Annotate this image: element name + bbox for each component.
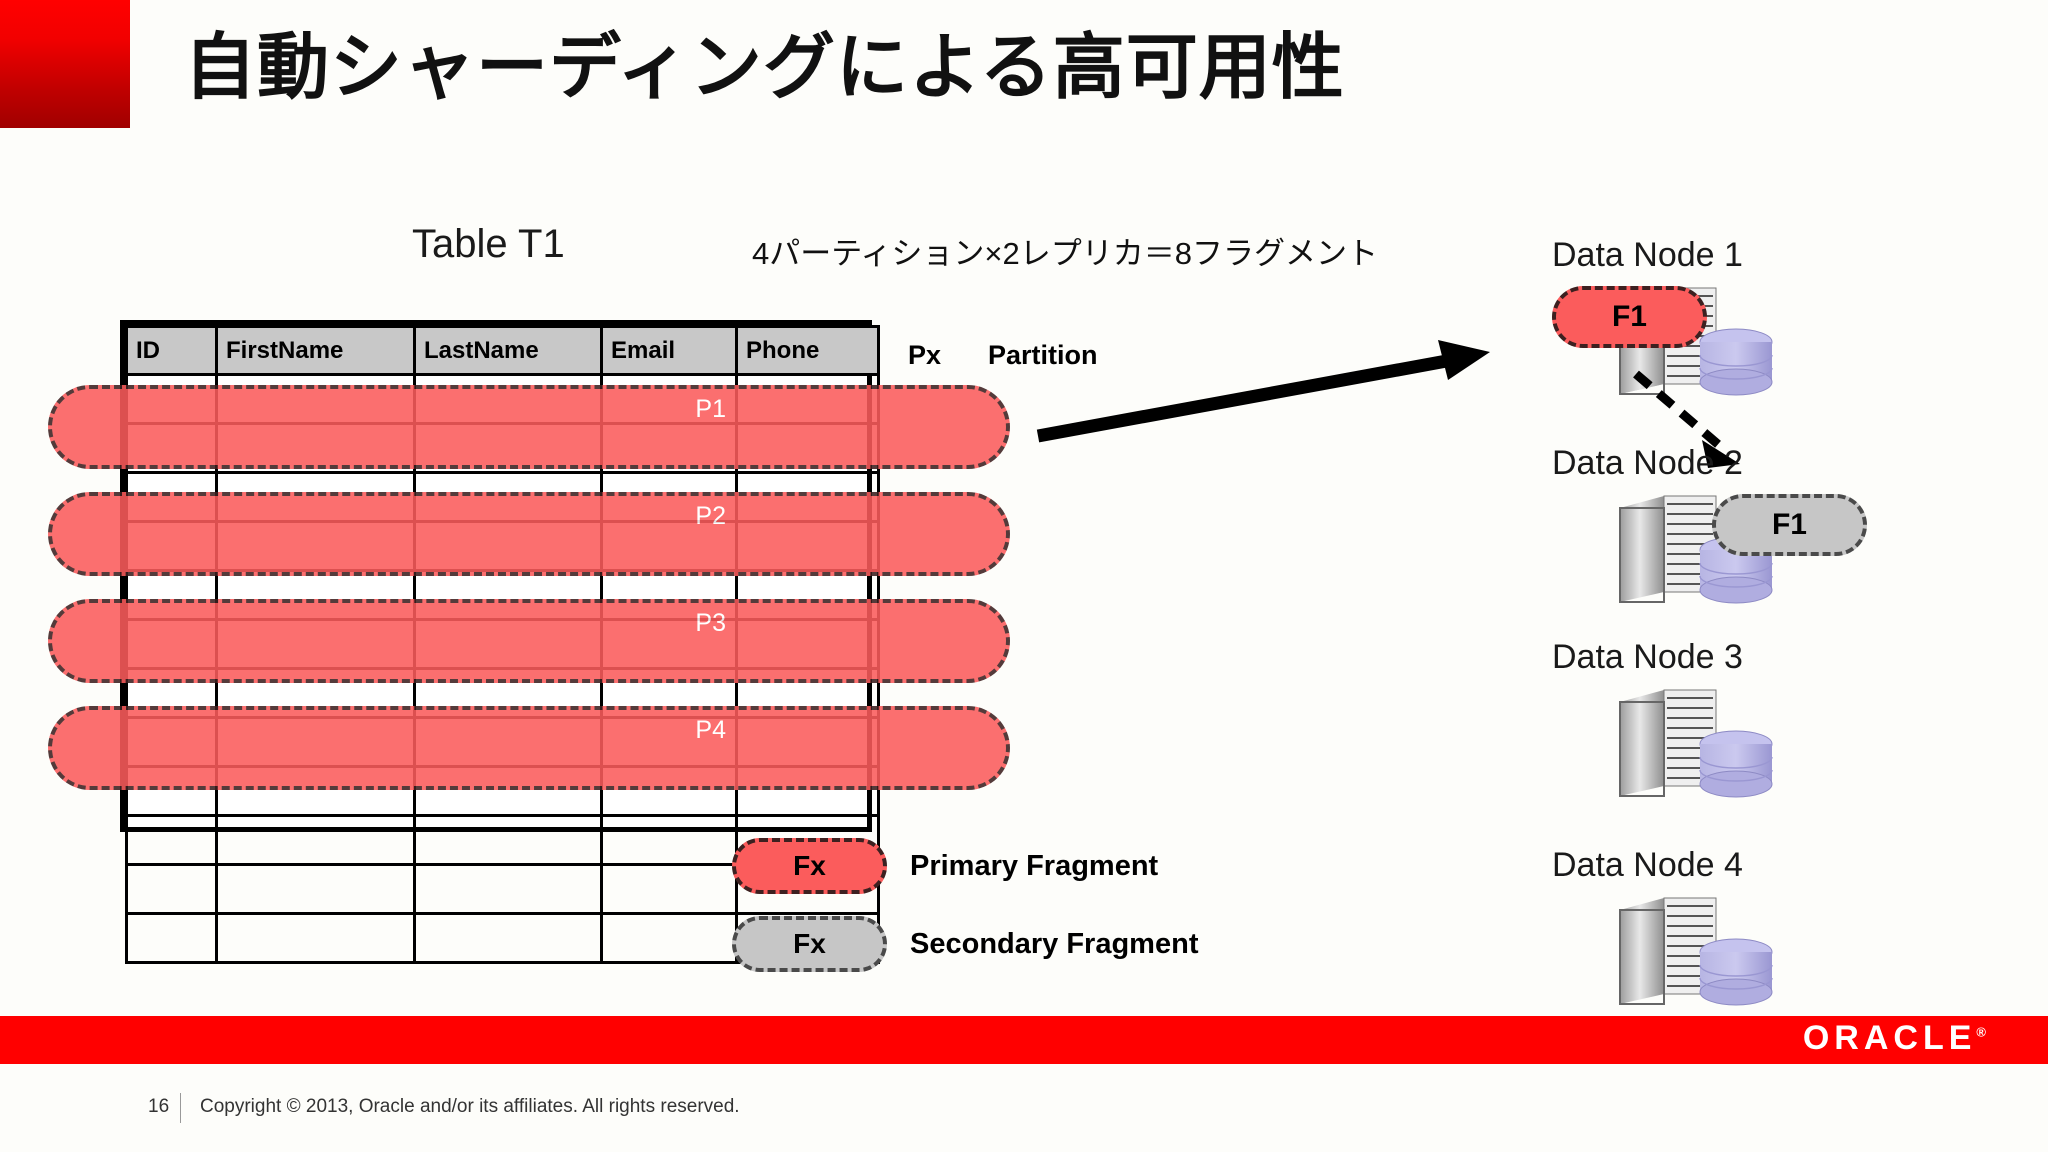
partition-bar-label: P1: [695, 395, 726, 423]
page-title: 自動シャーディングによる高可用性: [184, 28, 1345, 108]
fragment-formula-caption: 4パーティション×2レプリカ＝8フラグメント: [752, 236, 1378, 271]
server-icon-3: [1612, 682, 1782, 807]
partition-bar-p3: P3: [48, 599, 1010, 683]
corner-accent-block: [0, 0, 130, 128]
page-number: 16: [148, 1096, 170, 1117]
registered-mark-icon: ®: [1976, 1024, 1986, 1040]
table-cell: [125, 814, 218, 866]
partition-bar-label: P2: [695, 502, 726, 530]
table-cell: [215, 863, 416, 915]
table-row: [125, 863, 880, 915]
fragment-node-1: F1: [1552, 286, 1707, 348]
table-cell: [413, 912, 603, 964]
legend-label-primary: Primary Fragment: [910, 850, 1159, 882]
column-header-firstname: FirstName: [215, 325, 416, 376]
table-cell: [600, 912, 738, 964]
partition-to-node-arrow: [1036, 340, 1490, 443]
legend-label-secondary: Secondary Fragment: [910, 928, 1199, 960]
partition-bar-p1: P1: [48, 385, 1010, 469]
data-node-4-label: Data Node 4: [1552, 846, 1743, 884]
legend-chip-primary: Fx: [732, 838, 887, 894]
table-cell: [600, 814, 738, 866]
table-cell: [215, 814, 416, 866]
px-column-header: Px: [908, 340, 942, 370]
partition-bar-label: P4: [695, 716, 726, 744]
data-node-1-label: Data Node 1: [1552, 236, 1743, 274]
column-header-lastname: LastName: [413, 325, 603, 376]
partition-bar-p4: P4: [48, 706, 1010, 790]
column-header-phone: Phone: [735, 325, 880, 376]
failover-dashed-arrow: [1633, 370, 1740, 468]
partition-bar-p2: P2: [48, 492, 1010, 576]
footer-divider: [180, 1093, 181, 1123]
data-node-2-label: Data Node 2: [1552, 444, 1743, 482]
table-cell: [125, 863, 218, 915]
fragment-node-2: F1: [1712, 494, 1867, 556]
server-icon-4: [1612, 890, 1782, 1015]
copyright-text: Copyright © 2013, Oracle and/or its affi…: [200, 1096, 740, 1117]
footer-red-bar: [0, 1016, 2048, 1064]
table-header-row: ID FirstName LastName Email Phone: [125, 325, 880, 376]
partition-bar-label: P3: [695, 609, 726, 637]
table-cell: [125, 912, 218, 964]
table-cell: [600, 863, 738, 915]
table-caption: Table T1: [412, 222, 565, 266]
column-header-email: Email: [600, 325, 738, 376]
table-cell: [413, 814, 603, 866]
legend-chip-secondary: Fx: [732, 916, 887, 972]
table-cell: [413, 863, 603, 915]
oracle-logo-text: ORACLE: [1802, 1019, 1977, 1057]
partition-column-header: Partition: [988, 340, 1098, 370]
table-cell: [215, 912, 416, 964]
oracle-logo: ORACLE®: [1803, 1019, 1986, 1058]
column-header-id: ID: [125, 325, 218, 376]
data-node-3-label: Data Node 3: [1552, 638, 1743, 676]
